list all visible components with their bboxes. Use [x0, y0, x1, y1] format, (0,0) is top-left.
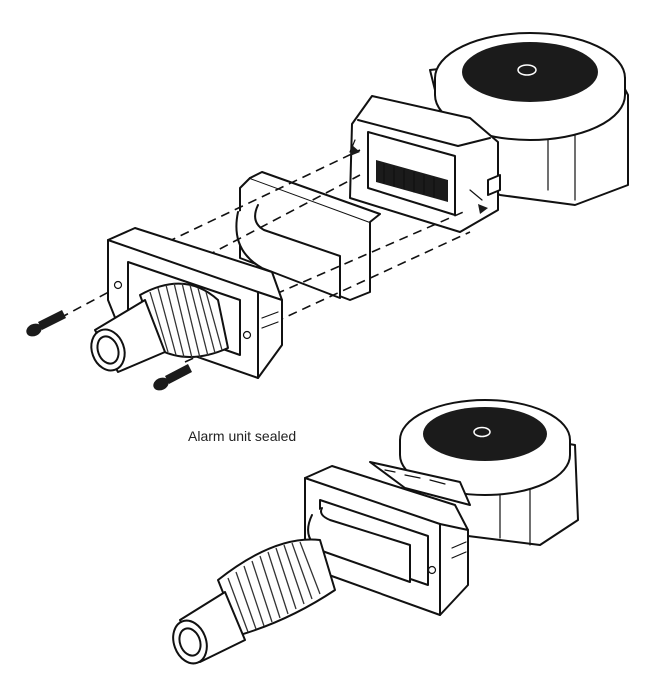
screw-bottom [153, 364, 192, 391]
retaining-frame-sealed [304, 465, 469, 616]
screw-left [26, 310, 66, 337]
gasket-hood [235, 171, 381, 301]
alarm-unit-sealed [369, 399, 579, 546]
connector-header [349, 95, 501, 233]
cable-boot-sealed [172, 538, 336, 665]
cable-boot-exploded [90, 282, 229, 373]
caption-alarm-unit-sealed: Alarm unit sealed [188, 428, 297, 444]
